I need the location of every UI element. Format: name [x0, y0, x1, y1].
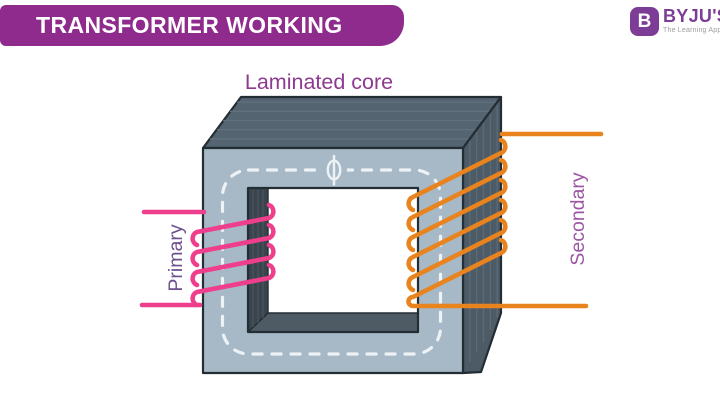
secondary-coil-turn — [406, 137, 508, 213]
label-primary: Primary — [165, 224, 187, 291]
secondary-coil-turn — [406, 197, 508, 273]
primary-coil-turn — [190, 262, 276, 308]
secondary-coil-turn — [406, 217, 508, 293]
primary-coil-turn — [190, 242, 276, 288]
title-banner: TRANSFORMER WORKING — [0, 5, 404, 46]
secondary-coil-turn — [406, 157, 508, 233]
byjus-b-icon: B — [630, 7, 659, 36]
byjus-tagline: The Learning App — [663, 27, 720, 34]
secondary-coil-turn — [406, 177, 508, 253]
top-face-laminations — [210, 101, 497, 140]
inner-wall-laminations — [252, 190, 264, 327]
byjus-brand-text: BYJU'S — [663, 6, 720, 26]
core-front-face — [201, 146, 465, 375]
label-secondary: Secondary — [567, 172, 589, 265]
byjus-logo: B BYJU'S The Learning App — [630, 7, 720, 36]
primary-coil — [139, 202, 276, 308]
primary-coil-turn — [190, 222, 276, 268]
secondary-coil — [406, 131, 604, 309]
secondary-coil-turn — [406, 237, 508, 309]
primary-coil-turn — [190, 202, 276, 248]
flux-phi-symbol — [326, 155, 342, 186]
core-window-inner-floor — [247, 312, 419, 333]
label-laminated-core: Laminated core — [245, 70, 393, 94]
page-title: TRANSFORMER WORKING — [36, 12, 343, 38]
core-top-face — [201, 95, 503, 150]
